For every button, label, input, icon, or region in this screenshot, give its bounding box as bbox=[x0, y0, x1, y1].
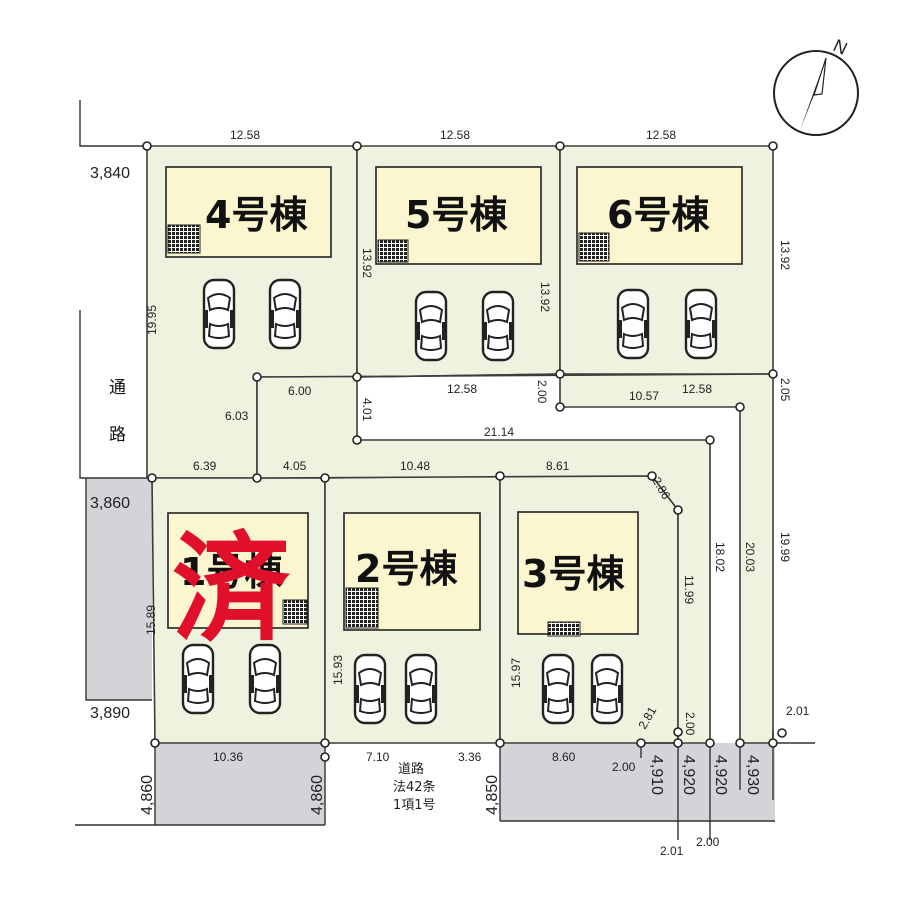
dim-label: 20.03 bbox=[743, 542, 757, 572]
level-label: 3,840 bbox=[90, 165, 130, 182]
level-label: 4,850 bbox=[484, 775, 501, 815]
dim-label: 19.95 bbox=[145, 305, 159, 335]
dim-label: 2.00 bbox=[535, 380, 549, 404]
house-4-label: 4号棟 bbox=[205, 193, 308, 237]
entrance-grid-1 bbox=[282, 599, 308, 625]
dim-label: 12.58 bbox=[646, 128, 676, 142]
entrance-grid-4 bbox=[167, 224, 201, 254]
level-label: 4,930 bbox=[744, 755, 761, 795]
level-label: 4,920 bbox=[712, 755, 729, 795]
car-icon bbox=[481, 290, 515, 362]
dim-label: 18.02 bbox=[713, 542, 727, 572]
entrance-grid-6 bbox=[578, 232, 610, 262]
dim-label: 11.99 bbox=[682, 575, 696, 604]
sold-mark: 済 bbox=[172, 520, 291, 658]
survey-points bbox=[142, 141, 787, 762]
car-icon bbox=[616, 288, 650, 360]
car-icon bbox=[590, 653, 624, 725]
dim-label: 6.39 bbox=[193, 459, 217, 473]
house-2-label: 2号棟 bbox=[355, 547, 458, 591]
dim-label: 10.57 bbox=[629, 389, 659, 403]
level-label: 4,910 bbox=[648, 755, 665, 795]
side-road-char-1: 通 bbox=[109, 378, 126, 398]
dim-label: 2.01 bbox=[786, 704, 810, 718]
dim-label: 4.01 bbox=[360, 398, 374, 422]
car-icon bbox=[541, 653, 575, 725]
boundary-lines bbox=[75, 100, 815, 840]
dim-label: 6.00 bbox=[288, 384, 312, 398]
dim-label: 7.10 bbox=[366, 750, 390, 764]
house-6-label: 6号棟 bbox=[607, 193, 710, 237]
dim-label: 12.58 bbox=[230, 128, 260, 142]
dim-label: 19.99 bbox=[778, 532, 792, 562]
car-icon bbox=[684, 288, 718, 360]
level-label: 4,860 bbox=[139, 775, 156, 815]
dim-label: 13.92 bbox=[538, 282, 552, 312]
dim-label: 10.36 bbox=[213, 750, 243, 764]
level-label: 3,860 bbox=[90, 495, 130, 512]
dim-label: 13.92 bbox=[360, 248, 374, 278]
dim-label: 6.03 bbox=[225, 409, 249, 423]
front-road-left bbox=[155, 743, 325, 825]
side-road-area bbox=[86, 478, 152, 700]
level-label: 4,920 bbox=[680, 755, 697, 795]
dim-label: 15.97 bbox=[509, 658, 523, 688]
dim-label: 2.05 bbox=[778, 378, 792, 402]
dim-label: 12.58 bbox=[440, 128, 470, 142]
front-road-label-3: 1項1号 bbox=[393, 798, 436, 813]
entrance-grid-3 bbox=[547, 621, 581, 637]
front-road-label-2: 法42条 bbox=[393, 779, 436, 795]
house-5-label: 5号棟 bbox=[405, 193, 508, 237]
dim-label: 2.01 bbox=[660, 844, 684, 858]
dim-label: 2.00 bbox=[696, 835, 720, 849]
dim-label: 2.00 bbox=[612, 760, 636, 774]
house-3-footprint bbox=[517, 511, 639, 635]
car-icon bbox=[268, 278, 302, 350]
dim-label: 8.60 bbox=[552, 750, 576, 764]
house-3-label: 3号棟 bbox=[522, 552, 625, 596]
lot-access bbox=[256, 373, 774, 744]
dim-label: 15.89 bbox=[144, 605, 158, 635]
front-road-right bbox=[500, 743, 775, 821]
level-label: 4,860 bbox=[309, 775, 326, 815]
dim-label: 10.48 bbox=[400, 459, 430, 473]
front-road-label-1: 道路 bbox=[398, 761, 424, 777]
dim-label: 2.00 bbox=[683, 712, 697, 736]
dim-label: 12.58 bbox=[447, 382, 477, 396]
entrance-grid-5 bbox=[377, 239, 409, 263]
car-icon bbox=[414, 290, 448, 362]
house-2-footprint bbox=[343, 512, 481, 631]
north-compass-icon: N bbox=[773, 35, 859, 136]
level-label: 3,890 bbox=[90, 705, 130, 722]
dim-label: 15.93 bbox=[331, 655, 345, 685]
dim-label: 13.92 bbox=[778, 240, 792, 270]
car-icon bbox=[404, 653, 438, 725]
car-icon bbox=[202, 278, 236, 350]
house-1-label: 1号棟 bbox=[180, 550, 283, 594]
side-road-char-2: 路 bbox=[109, 425, 126, 445]
dim-label: 12.58 bbox=[682, 382, 712, 396]
entrance-grid-2 bbox=[345, 587, 379, 629]
dim-label: 4.05 bbox=[283, 459, 307, 473]
dim-label: 3.36 bbox=[458, 750, 482, 764]
car-icon bbox=[353, 653, 387, 725]
dim-label: 8.61 bbox=[546, 459, 570, 473]
dim-label: 21.14 bbox=[484, 425, 514, 439]
